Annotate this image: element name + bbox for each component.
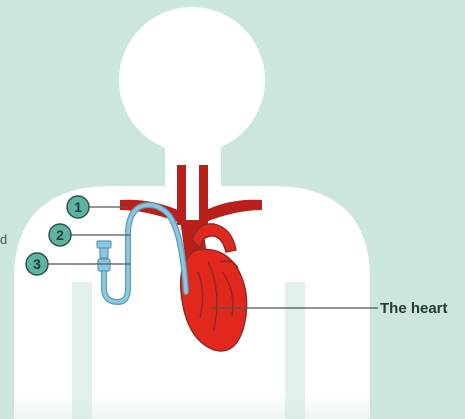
heart-label: The heart — [380, 300, 448, 317]
right-arm-gap — [285, 282, 305, 419]
left-arm-gap — [72, 282, 92, 419]
marker-number-2: 2 — [56, 227, 64, 243]
body-silhouette — [14, 7, 370, 419]
head-shape — [119, 7, 265, 153]
marker-number-3: 3 — [33, 256, 41, 272]
cut-off-text: d — [0, 232, 7, 247]
catheter-cap — [97, 241, 111, 248]
catheter-hub — [100, 248, 108, 258]
catheter-clamp — [98, 259, 110, 271]
marker-number-1: 1 — [74, 199, 82, 215]
